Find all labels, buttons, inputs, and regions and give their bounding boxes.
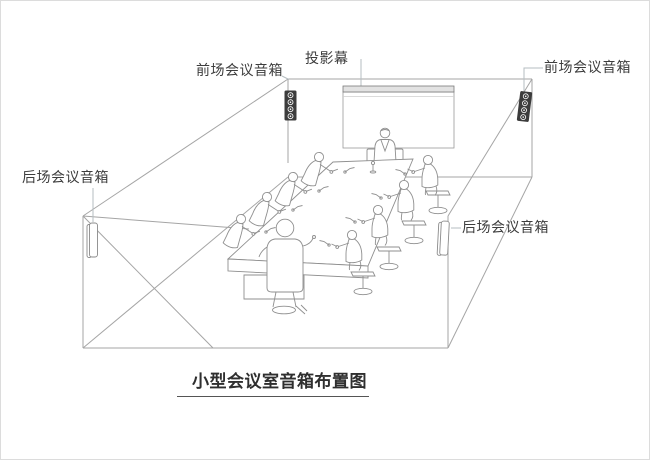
title-underline xyxy=(177,396,369,397)
leader-lines xyxy=(92,59,543,229)
label-front-speaker-left: 前场会议音箱 xyxy=(196,64,283,79)
front-speaker-left-drawing xyxy=(284,90,297,121)
projection-screen-drawing xyxy=(342,85,455,149)
person-presenter xyxy=(366,127,404,163)
label-projection-screen: 投影幕 xyxy=(305,52,349,67)
front-speaker-right-drawing xyxy=(516,90,533,123)
label-rear-speaker-right: 后场会议音箱 xyxy=(462,221,549,236)
person-front xyxy=(258,218,316,315)
label-rear-speaker-left: 后场会议音箱 xyxy=(22,171,109,186)
rear-speaker-right-drawing xyxy=(436,220,450,257)
label-front-speaker-right: 前场会议音箱 xyxy=(544,61,631,76)
table-microphones xyxy=(264,160,407,247)
diagram-title: 小型会议室音箱布置图 xyxy=(192,372,367,391)
rear-speaker-left-drawing xyxy=(86,222,98,258)
